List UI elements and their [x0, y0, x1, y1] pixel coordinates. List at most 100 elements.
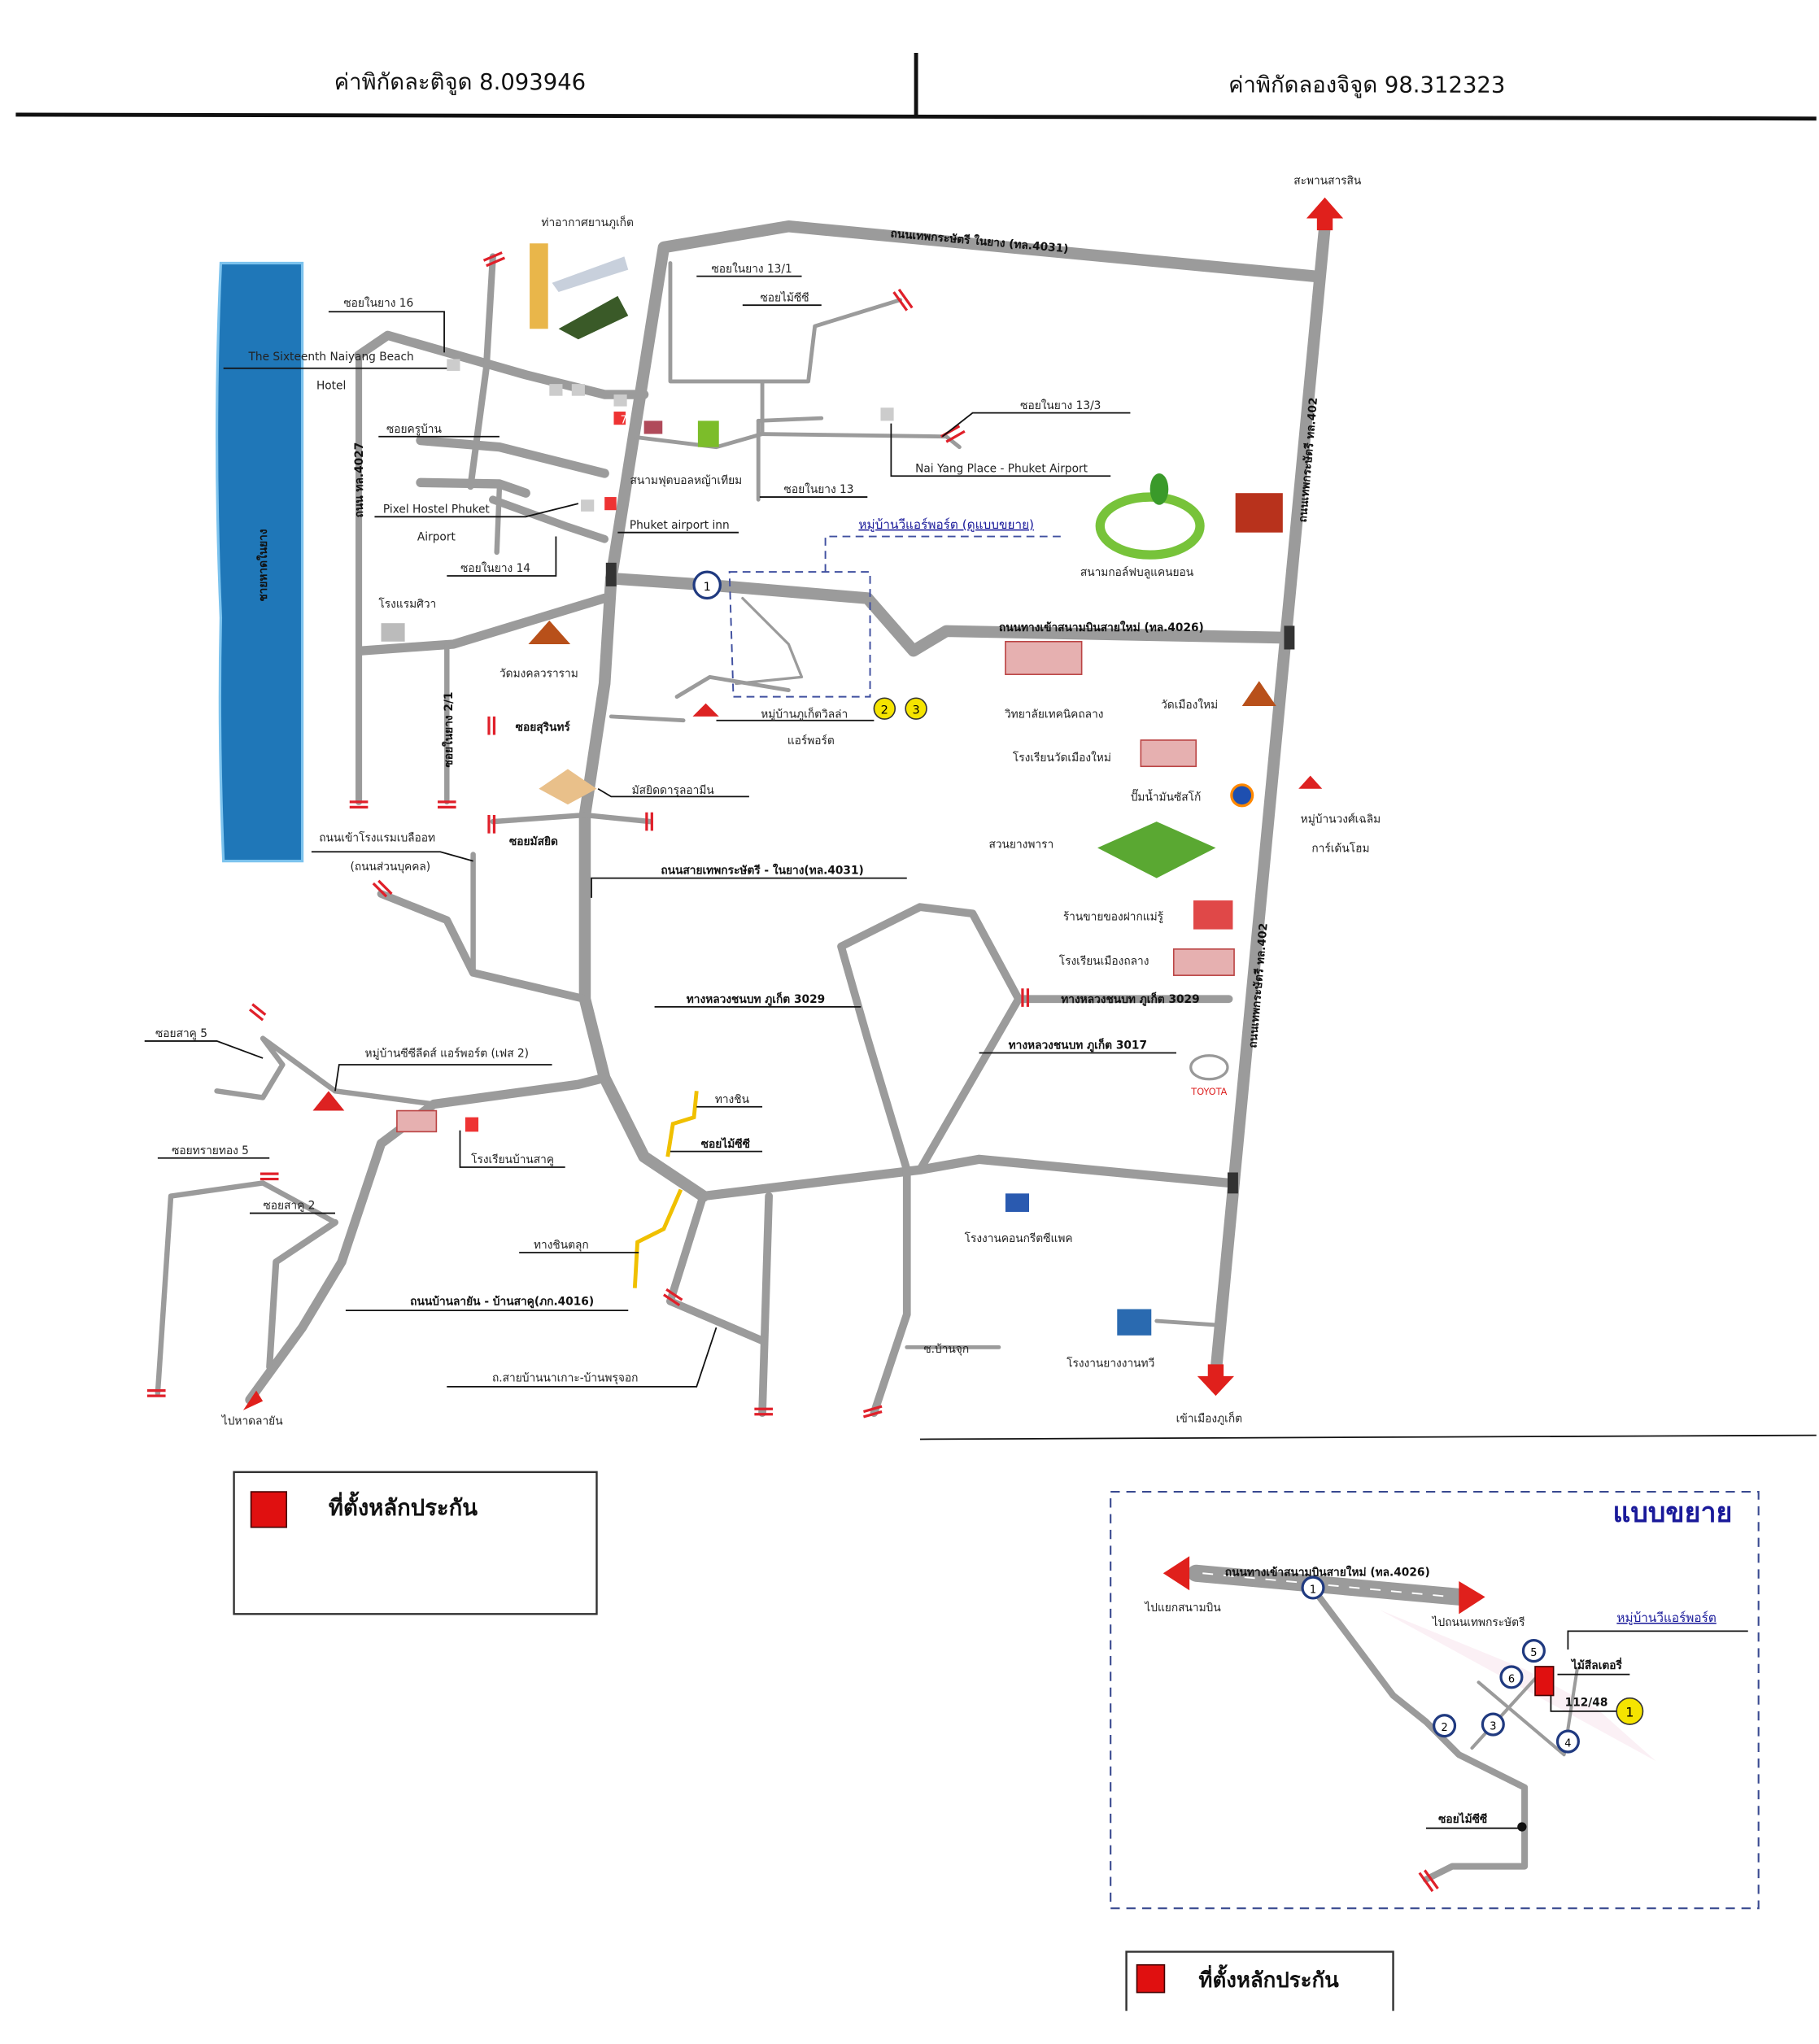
- label-soi-kru: ซอยครูบ้าน: [386, 423, 443, 436]
- inset-arrow-left-icon: [1163, 1556, 1190, 1591]
- label-hotel-road: ถนนเข้าโรงแรมเบลืออท: [319, 830, 435, 844]
- arrow-down-left-icon: [242, 1390, 264, 1410]
- label-rural-3029-left: ทางหลวงชนบท ภูเก็ต 3029: [687, 991, 825, 1006]
- road-south-2: [758, 1192, 773, 1417]
- inset-soi-label: ซอยไม้ซีซี: [1438, 1812, 1488, 1826]
- label-road-naka: ถ.สายบ้านนาเกาะ-บ้านพรุจอก: [492, 1371, 638, 1384]
- road-naka: [666, 1297, 766, 1345]
- label-village-v-airport: หมู่บ้านวีแอร์พอร์ต (ดูแบบขยาย): [858, 517, 1034, 533]
- marker-yellow-2: [873, 697, 896, 720]
- view-marker-label: 6: [1508, 1673, 1515, 1685]
- label-hotel16-2: Hotel: [316, 380, 346, 393]
- road-end-icon: [754, 1407, 773, 1416]
- marker-label: 1: [704, 581, 711, 594]
- inset-detail-map: แบบขยาย ถนนทางเข้าสนามบินสายใหม่ (ทล.402…: [1110, 1491, 1760, 1910]
- label-rural-3017: ทางหลวงชนบท ภูเก็ต 3017: [1009, 1038, 1147, 1053]
- label-mosque: มัสยิดดารุลอามีน: [632, 784, 715, 797]
- sea-label: ชายหาดในยาง: [256, 529, 270, 601]
- house-icon: [692, 703, 719, 717]
- label-soi-mosque: ซอยมัสยิด: [509, 835, 558, 848]
- hotel-icon: [549, 384, 563, 396]
- road-soi14: [489, 495, 609, 543]
- marker-label: 3: [912, 704, 919, 717]
- marker-yellow-3: [905, 697, 927, 720]
- road-end-icon: [1021, 988, 1030, 1007]
- coordinate-header: ค่าพิกัดละติจูด 8.093946 ค่าพิกัดลองจิจู…: [15, 52, 1817, 121]
- road-north-spur: [467, 253, 496, 490]
- inset-to-airport: ไปแยกสนามบิน: [1144, 1602, 1221, 1615]
- road-end-icon: [892, 288, 914, 312]
- village-detail-box: [728, 571, 871, 698]
- legend-box: ที่ตั้งหลักประกัน: [233, 1471, 598, 1615]
- shop-icon: [643, 421, 663, 434]
- landmark-icons: TOYOTA 1 2 3: [312, 243, 1323, 1336]
- label-hotel16: The Sixteenth Naiyang Beach: [248, 351, 414, 364]
- road-end-icon: [248, 1003, 267, 1022]
- map-labels: ท่าอากาศยานภูเก็ต ซอยในยาง 16 The Sixtee…: [155, 175, 1381, 1428]
- football-field-icon: [697, 421, 719, 447]
- direction-arrows: [242, 197, 1344, 1410]
- road-3029-loop: [837, 903, 1023, 1175]
- harley-icon: [1235, 493, 1283, 533]
- inset-collateral-marker: [1534, 1666, 1555, 1697]
- road-soi14-spur: [494, 483, 503, 556]
- label-pixel-hostel-2: Airport: [417, 530, 456, 543]
- view-marker-label: 3: [1490, 1721, 1496, 1733]
- view-marker-2: [1433, 1714, 1457, 1738]
- sea: ชายหาดในยาง: [215, 261, 304, 863]
- label-wongchalerm: หมู่บ้านวงศ์เฉลิม: [1301, 813, 1381, 826]
- label-siwa: โรงแรมศิวา: [378, 597, 436, 611]
- label-school-thalang: โรงเรียนเมืองถลาง: [1059, 954, 1149, 968]
- label-soi13: ซอยในยาง 13: [784, 482, 854, 496]
- road-end-icon: [437, 800, 456, 808]
- road-saku5: [214, 1035, 338, 1100]
- inset-side-road: [1311, 1587, 1529, 1883]
- label-concrete-factory: โรงงานคอนกรีตซีแพค: [965, 1231, 1073, 1245]
- road-saku2: [266, 1218, 339, 1371]
- inset-view-markers: 1 2 3 4 5 6: [1301, 1575, 1580, 1754]
- traffic-lights: [605, 562, 1295, 1194]
- road-saithong: [155, 1180, 338, 1397]
- label-golf: สนามกอล์ฟบลูแคนยอน: [1080, 565, 1194, 579]
- inset-road-label: ถนนทางเข้าสนามบินสายใหม่ (ทล.4026): [1225, 1565, 1430, 1579]
- inset-arrow-right-icon: [1459, 1580, 1485, 1615]
- label-soi16: ซอยในยาง 16: [343, 296, 413, 310]
- road-soi-kru: [416, 435, 609, 478]
- school-icon: [1140, 739, 1197, 768]
- seven-eleven-label: 7: [621, 415, 627, 427]
- inset-village-label: หมู่บ้านวีแอร์พอร์ต: [1616, 1610, 1716, 1626]
- hotel-icon: [381, 623, 405, 642]
- label-soi-maisisi-top: ซอยไม้ซีซี: [760, 291, 809, 304]
- road-network: [155, 220, 1331, 1417]
- hotel-icon: [571, 384, 585, 396]
- temple-icon: [528, 620, 571, 645]
- label-soi-banjuk: ซ.บ้านจุก: [923, 1343, 969, 1356]
- road-end-icon: [662, 1288, 683, 1307]
- school-icon: [1172, 948, 1235, 976]
- view-marker-1: [1301, 1575, 1325, 1600]
- road-naiyang-place: [756, 432, 962, 450]
- header-rule: [15, 112, 1817, 121]
- label-soi-saku5: ซอยสาคู 5: [155, 1027, 207, 1040]
- gas-station-icon: [1230, 783, 1254, 808]
- mosque-icon: [539, 769, 597, 805]
- souvenir-shop-icon: [1193, 900, 1233, 930]
- latitude-text: ค่าพิกัดละติจูด 8.093946: [334, 70, 586, 95]
- factory-icon: [1005, 1193, 1030, 1212]
- legend-box-2: ที่ตั้งหลักประกัน: [1125, 1950, 1394, 2011]
- road-end-icon: [487, 815, 496, 834]
- longitude-text: ค่าพิกัดลองจิจูด 98.312323: [1228, 72, 1505, 98]
- marker-blue-1: [692, 570, 722, 600]
- road-hotel: [377, 890, 589, 1004]
- hotel-icon: [613, 394, 627, 407]
- view-marker-4: [1555, 1729, 1580, 1754]
- house-icon: [1298, 775, 1323, 789]
- road-end-icon: [482, 251, 506, 268]
- seven-eleven-icon: [604, 497, 617, 511]
- view-marker-label: 5: [1530, 1647, 1537, 1659]
- road-west-spur: [416, 477, 530, 498]
- road-4016: [245, 1073, 609, 1405]
- label-airport: ท่าอากาศยานภูเก็ต: [541, 215, 633, 229]
- road-south-1: [666, 1192, 708, 1305]
